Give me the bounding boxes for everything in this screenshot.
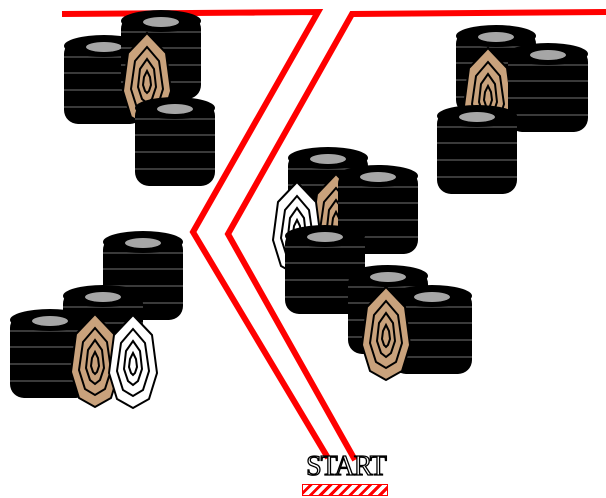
start-label: START xyxy=(305,451,387,482)
course-tape xyxy=(61,8,606,462)
barrel-icon xyxy=(507,42,589,133)
barrel-group-top-left xyxy=(63,9,216,187)
barrel-group-top-right xyxy=(436,24,589,195)
barrel-group-bottom-left xyxy=(9,230,184,409)
barrel-icon xyxy=(134,96,216,187)
start-box-icon xyxy=(302,484,388,496)
barrel-icon xyxy=(436,104,518,195)
